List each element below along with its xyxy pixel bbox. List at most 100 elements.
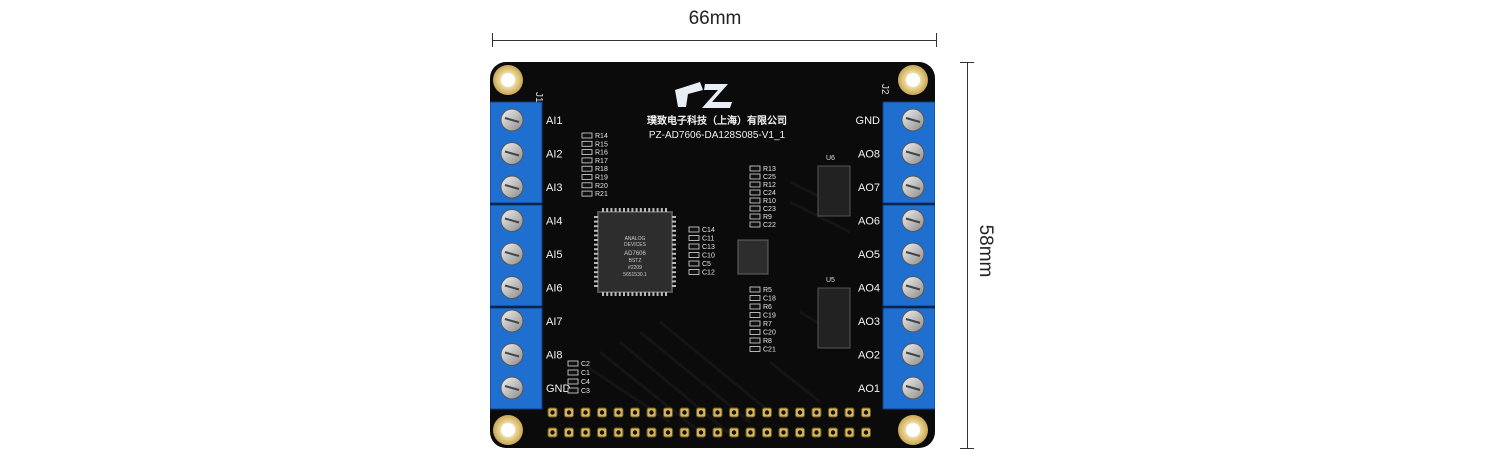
chip-pin xyxy=(594,280,598,283)
chip-pin xyxy=(635,208,638,212)
chip-pin xyxy=(644,208,646,212)
chip-pin xyxy=(656,208,659,212)
chip-pin xyxy=(672,225,676,228)
resistor-pad-r15 xyxy=(581,140,593,147)
chip-pin xyxy=(672,239,676,241)
capacitor-pad-c12 xyxy=(688,269,700,275)
chip-pin xyxy=(594,275,598,278)
connector-j2-label: J2 xyxy=(879,84,890,95)
capacitor-label-c10: C10 xyxy=(702,253,715,260)
board-model: PZ-AD7606-DA128S085-V1_1 xyxy=(649,130,786,141)
chip-pin xyxy=(614,208,617,212)
component-label-r13: R13 xyxy=(763,166,776,173)
component-pad-r9 xyxy=(749,213,761,220)
resistor-label-r21: R21 xyxy=(595,191,608,198)
left-screw-slot-9 xyxy=(504,385,520,391)
chip-pin xyxy=(672,285,676,287)
chip-pin xyxy=(606,292,609,296)
input-label-ai1: AI1 xyxy=(546,115,563,127)
chip-pin xyxy=(652,292,655,296)
capacitor-pad-c14 xyxy=(688,226,700,233)
chip-date: #2209 xyxy=(628,265,642,271)
chip-part: AD7606 xyxy=(624,251,646,257)
capacitor-pad-c1 xyxy=(567,369,579,376)
capacitor-label-c3: C3 xyxy=(581,388,590,395)
capacitor-label-c5: C5 xyxy=(702,261,711,268)
capacitor-pad-c10 xyxy=(688,252,700,258)
resistor-pad-r21 xyxy=(581,190,593,197)
input-label-ai3: AI3 xyxy=(546,182,563,194)
resistor-label-r15: R15 xyxy=(595,141,608,148)
header-pin-hole xyxy=(863,410,869,415)
chip-pin xyxy=(594,239,598,241)
left-screw-slot-6 xyxy=(504,284,520,291)
component-pad-c18 xyxy=(749,295,761,301)
component-pad-r7 xyxy=(749,320,761,327)
input-label-ai8: AI8 xyxy=(546,350,563,362)
header-pin-hole xyxy=(649,430,654,435)
resistor-pad-r17 xyxy=(581,157,593,164)
output-label-ao8: AO8 xyxy=(858,149,880,161)
output-label-ao1: AO1 xyxy=(858,383,880,395)
mounting-holes xyxy=(493,65,928,445)
left-terminal-block xyxy=(490,101,543,410)
header-pin-hole xyxy=(731,410,737,415)
chip-pin xyxy=(672,271,676,274)
chip-pin xyxy=(594,262,598,264)
component-pad-c20 xyxy=(749,329,761,335)
component-pad-r6 xyxy=(749,303,761,310)
chip-pin xyxy=(594,252,598,255)
component-pad-r13 xyxy=(749,165,761,172)
component-pad-c21 xyxy=(749,346,761,352)
chip-pin xyxy=(660,292,663,296)
component-label-c23: C23 xyxy=(763,206,776,213)
component-label-c24: C24 xyxy=(763,190,776,197)
pz-logo: PZ xyxy=(675,82,732,108)
company-name: 璞致电子科技（上海）有限公司 xyxy=(647,114,787,127)
right-terminal-block xyxy=(882,101,935,410)
header-pin-hole xyxy=(599,410,605,415)
right-screw-slot-8 xyxy=(905,351,921,358)
header-pin-hole xyxy=(698,410,704,415)
header-pin-hole xyxy=(830,430,836,435)
chip-pin xyxy=(631,292,634,296)
chip-pin xyxy=(639,292,642,296)
resistor-pad-r18 xyxy=(581,165,593,172)
chip-pin xyxy=(602,292,604,296)
resistor-label-r19: R19 xyxy=(595,175,608,182)
capacitor-label-c4: C4 xyxy=(581,379,590,386)
left-screw-slot-4 xyxy=(504,217,520,224)
header-pin-hole xyxy=(847,430,852,435)
u6-label: U6 xyxy=(826,155,835,162)
component-label-c19: C19 xyxy=(763,313,776,320)
component-pad-r12 xyxy=(749,181,761,188)
u5-label: U5 xyxy=(826,277,835,284)
input-label-ai4: AI4 xyxy=(546,216,563,228)
adc-chip: ANALOG DEVICES AD7606 BSTZ #2209 5651530… xyxy=(594,208,676,296)
chip-pin xyxy=(614,292,617,296)
chip-pin xyxy=(594,271,598,274)
header-pin-hole xyxy=(665,430,671,435)
chip-pin xyxy=(618,292,621,296)
pin-header xyxy=(547,407,871,438)
header-pin-hole xyxy=(731,430,737,435)
component-pad-r8 xyxy=(749,337,761,344)
right-screw-slot-9 xyxy=(905,385,921,391)
chip-pin xyxy=(618,208,621,212)
chip-pin xyxy=(648,208,651,212)
component-label-c21: C21 xyxy=(763,347,776,354)
chip-pin xyxy=(644,292,646,296)
component-label-c22: C22 xyxy=(763,222,776,229)
header-pin-hole xyxy=(764,430,770,435)
output-label-ao7: AO7 xyxy=(858,182,880,194)
chip-pin xyxy=(594,229,598,232)
chip-pin xyxy=(672,266,676,269)
header-pin-hole xyxy=(632,430,638,435)
chip-pin xyxy=(672,275,676,278)
input-label-gnd: GND xyxy=(546,383,571,395)
